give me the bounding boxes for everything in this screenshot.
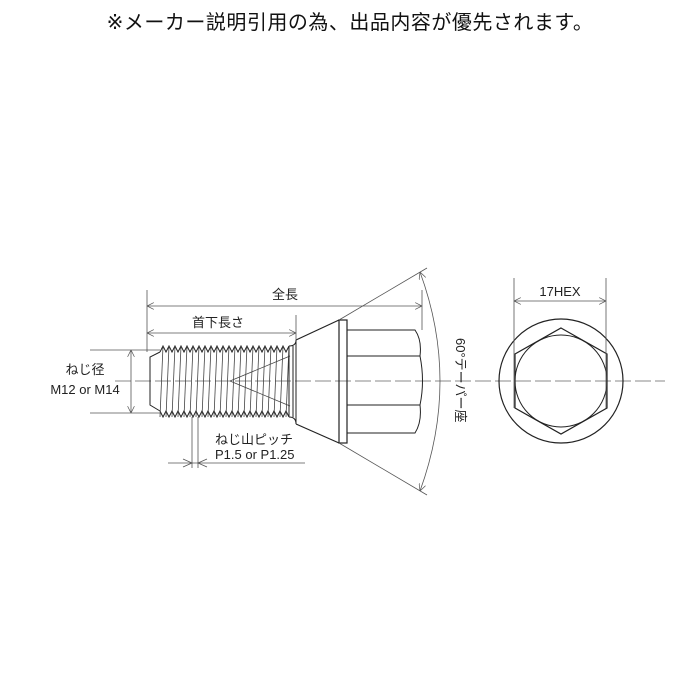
hex-end-view bbox=[498, 318, 624, 444]
taper-seat bbox=[295, 319, 348, 444]
taper-seat-label: 60°テーパー座 bbox=[453, 338, 468, 423]
thread-pitch-value: P1.5 or P1.25 bbox=[215, 447, 295, 462]
dim-taper-angle bbox=[338, 267, 441, 496]
overall-length-label: 全長 bbox=[272, 287, 298, 302]
thread-lines bbox=[159, 345, 291, 418]
under-head-length-label: 首下長さ bbox=[192, 315, 244, 330]
thread-diameter-title: ねじ径 bbox=[65, 362, 104, 377]
seller-notice: ※メーカー説明引用の為、出品内容が優先されます。 bbox=[106, 10, 594, 34]
dim-thread-pitch bbox=[168, 417, 305, 468]
thread-diameter-value: M12 or M14 bbox=[50, 382, 119, 397]
hex-size-label: 17HEX bbox=[539, 284, 581, 299]
thread-pitch-title: ねじ山ピッチ bbox=[215, 432, 293, 447]
bolt-neck bbox=[288, 339, 297, 425]
dim-hex-size bbox=[513, 278, 607, 408]
threaded-shank bbox=[149, 344, 290, 419]
dim-under-head-length bbox=[147, 315, 297, 340]
dim-thread-diameter bbox=[90, 349, 160, 414]
